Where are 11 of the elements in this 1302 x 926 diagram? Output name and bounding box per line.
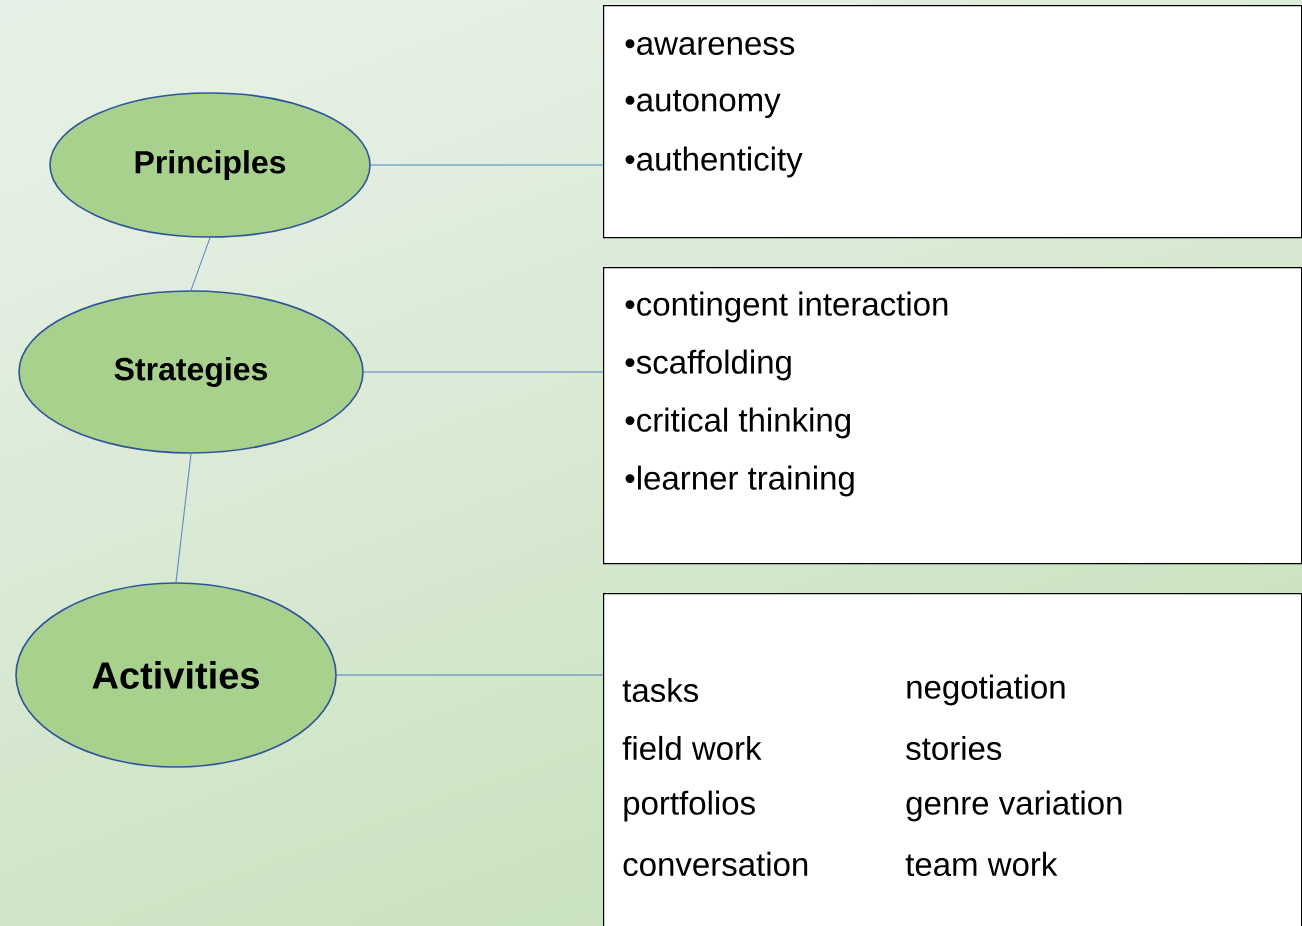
text-box: •awareness •autonomy •authenticity — [603, 5, 1302, 239]
text-box: tasks negotiation field work stories portfolios genre variation conversation team work — [603, 593, 1302, 926]
ellipse-node: Activities — [15, 582, 337, 768]
ellipse-node: Principles — [49, 92, 371, 238]
text-box: •contingent interaction •scaffolding •critical thinking •learner training — [603, 267, 1302, 565]
connector-line — [370, 164, 604, 166]
connector-line — [363, 371, 604, 373]
connector-line — [336, 674, 604, 676]
connector-line — [190, 237, 211, 291]
connector-line — [175, 453, 192, 583]
ellipse-node: Strategies — [18, 290, 364, 454]
